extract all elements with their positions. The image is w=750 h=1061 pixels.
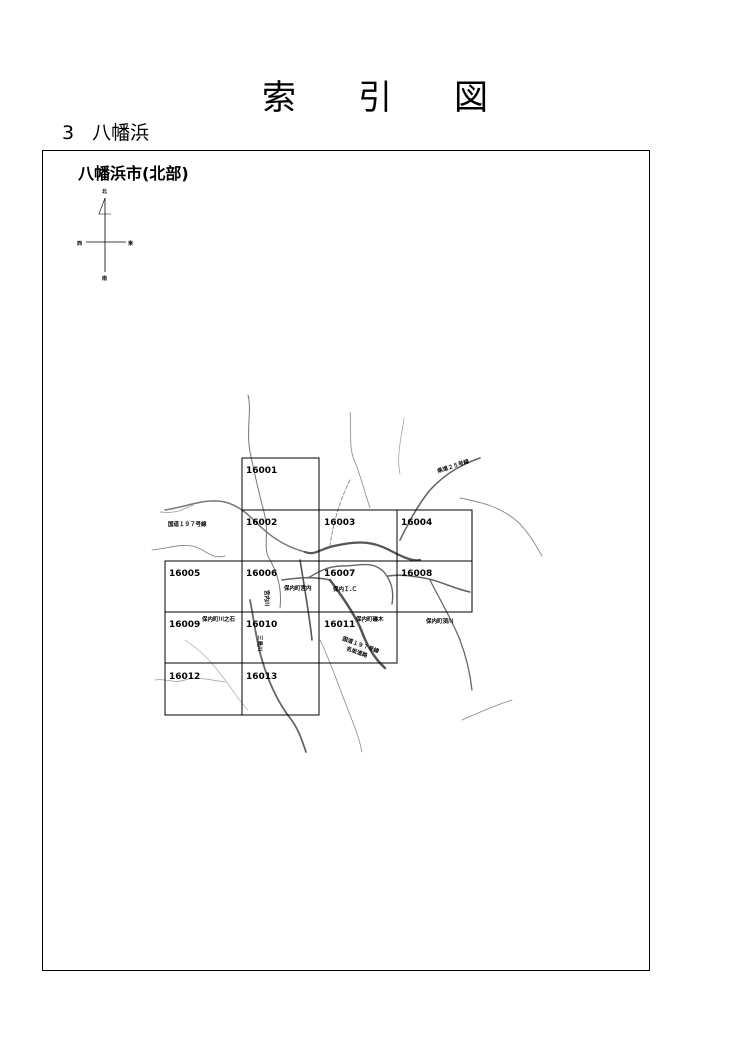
tile-grid (164, 457, 473, 716)
tile-16006[interactable]: 16006 (246, 569, 277, 579)
label-suzukawa: 保内町須川 (425, 617, 454, 625)
section-name: 八幡浜 (92, 122, 150, 144)
label-isomaki: 保内町磯木 (355, 615, 384, 623)
tile-16002[interactable]: 16002 (246, 518, 277, 528)
title-char-1: 索 (262, 78, 296, 118)
compass-south: 南 (102, 275, 107, 282)
compass: 北 南 東 西 (77, 188, 133, 282)
label-route25: 県道２５号線 (436, 457, 470, 475)
compass-east: 東 (128, 240, 133, 247)
tile-16011[interactable]: 16011 (324, 620, 355, 630)
tile-16010[interactable]: 16010 (246, 620, 277, 630)
title-char-3: 図 (454, 78, 488, 118)
tile-16007[interactable]: 16007 (324, 569, 355, 579)
tile-16009[interactable]: 16009 (169, 620, 200, 630)
label-route197: 国道１９７号線 (168, 520, 207, 528)
tile-16008[interactable]: 16008 (401, 569, 432, 579)
map-frame (42, 150, 650, 971)
compass-north: 北 (102, 188, 107, 195)
compass-west: 西 (77, 240, 82, 247)
label-river-a: 宮内川 (263, 590, 271, 607)
tile-16005[interactable]: 16005 (169, 569, 200, 579)
label-ic: 保内Ｉ.Ｃ (332, 585, 357, 593)
label-kawanoishi: 保内町川之石 (201, 615, 236, 623)
page-title: 索引図 (0, 70, 750, 119)
tile-16001[interactable]: 16001 (246, 466, 277, 476)
section-heading: 3 八幡浜 (62, 118, 149, 145)
tile-16003[interactable]: 16003 (324, 518, 355, 528)
road-network (151, 394, 543, 753)
tile-labels: 16001 16002 16003 16004 16005 16006 1600… (169, 466, 432, 682)
section-number: 3 (62, 122, 75, 144)
label-miyauchi: 保内町宮内 (283, 584, 312, 592)
title-char-2: 引 (358, 78, 392, 118)
tile-16012[interactable]: 16012 (169, 672, 200, 682)
map-area-title: 八幡浜市(北部) (78, 164, 189, 183)
tile-16004[interactable]: 16004 (401, 518, 432, 528)
label-river-b: 三島川 (256, 635, 264, 652)
tile-16013[interactable]: 16013 (246, 672, 277, 682)
